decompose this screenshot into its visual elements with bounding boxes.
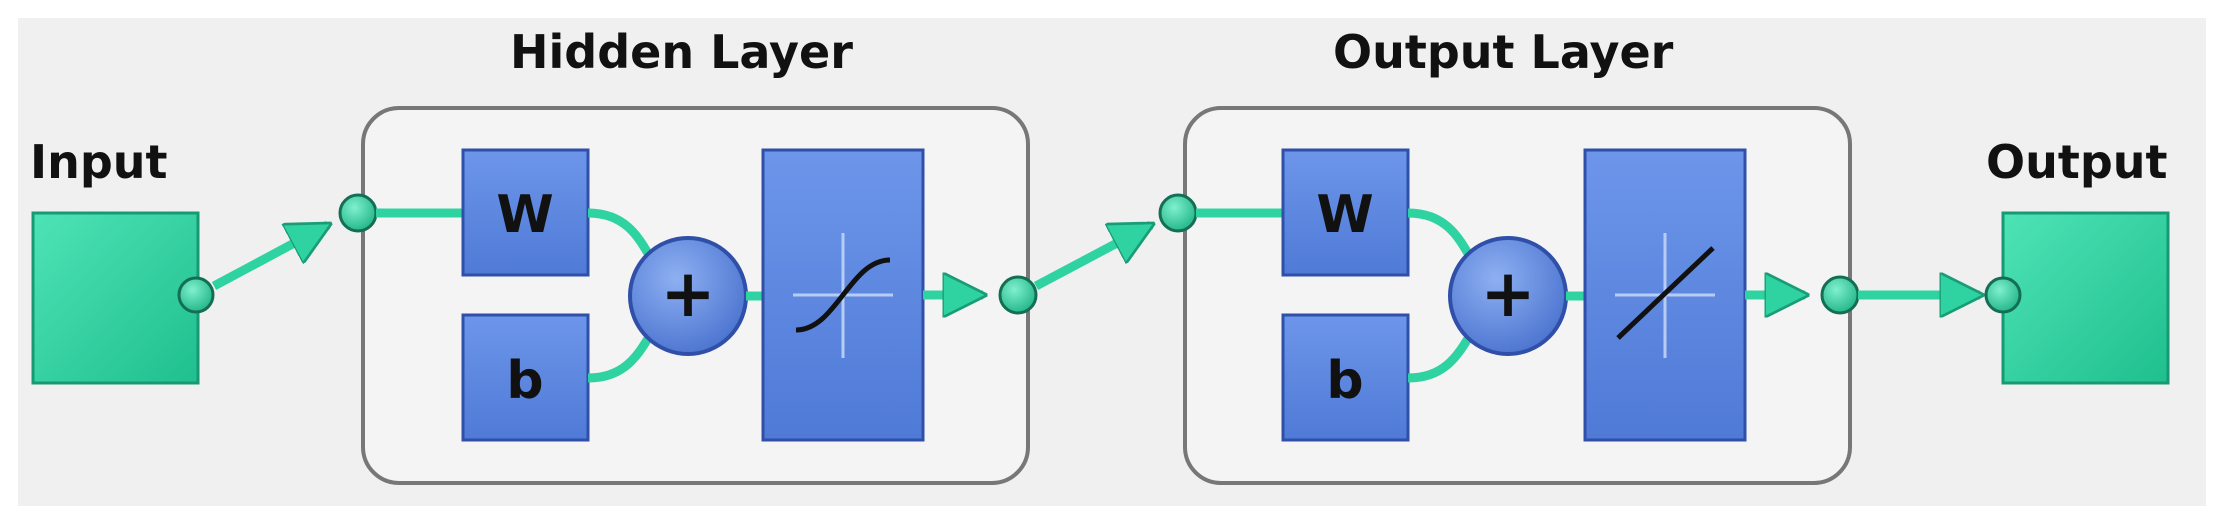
hidden-weight-block: [461, 148, 590, 277]
hidden-sum-symbol: +: [660, 255, 715, 332]
output-layer-input-node: [1158, 193, 1198, 233]
output-block: [2001, 211, 2170, 385]
hidden-layer-output-node: [998, 275, 1038, 315]
output-sum-symbol: +: [1480, 255, 1535, 332]
neural-network-diagram: Input Hidden Layer W b + Output Layer: [18, 18, 2206, 506]
output-weight-label: W: [1316, 185, 1373, 245]
output-weight-block: [1281, 148, 1410, 277]
output-label: Output: [1986, 135, 2168, 189]
hidden-layer-input-node: [338, 193, 378, 233]
linear-line-icon: [1616, 246, 1715, 340]
hidden-layer-title: Hidden Layer: [510, 25, 853, 79]
input-to-hidden-connector: [211, 221, 328, 290]
input-block: [31, 211, 200, 385]
input-label: Input: [30, 135, 168, 189]
hidden-weight-label: W: [496, 185, 553, 245]
sigmoid-curve-icon: [795, 257, 891, 333]
hidden-to-output-connector: [1033, 221, 1151, 290]
hidden-bias-label: b: [506, 351, 543, 411]
output-layer: Output Layer W b +: [1158, 25, 1860, 485]
hidden-bias-block: [461, 313, 590, 442]
output-node: [1984, 276, 2022, 314]
output-bias-label: b: [1326, 351, 1363, 411]
output-layer-output-node: [1820, 275, 1860, 315]
hidden-layer: Hidden Layer W b +: [338, 25, 1038, 485]
input-node: [177, 276, 215, 314]
output-layer-title: Output Layer: [1333, 25, 1674, 79]
